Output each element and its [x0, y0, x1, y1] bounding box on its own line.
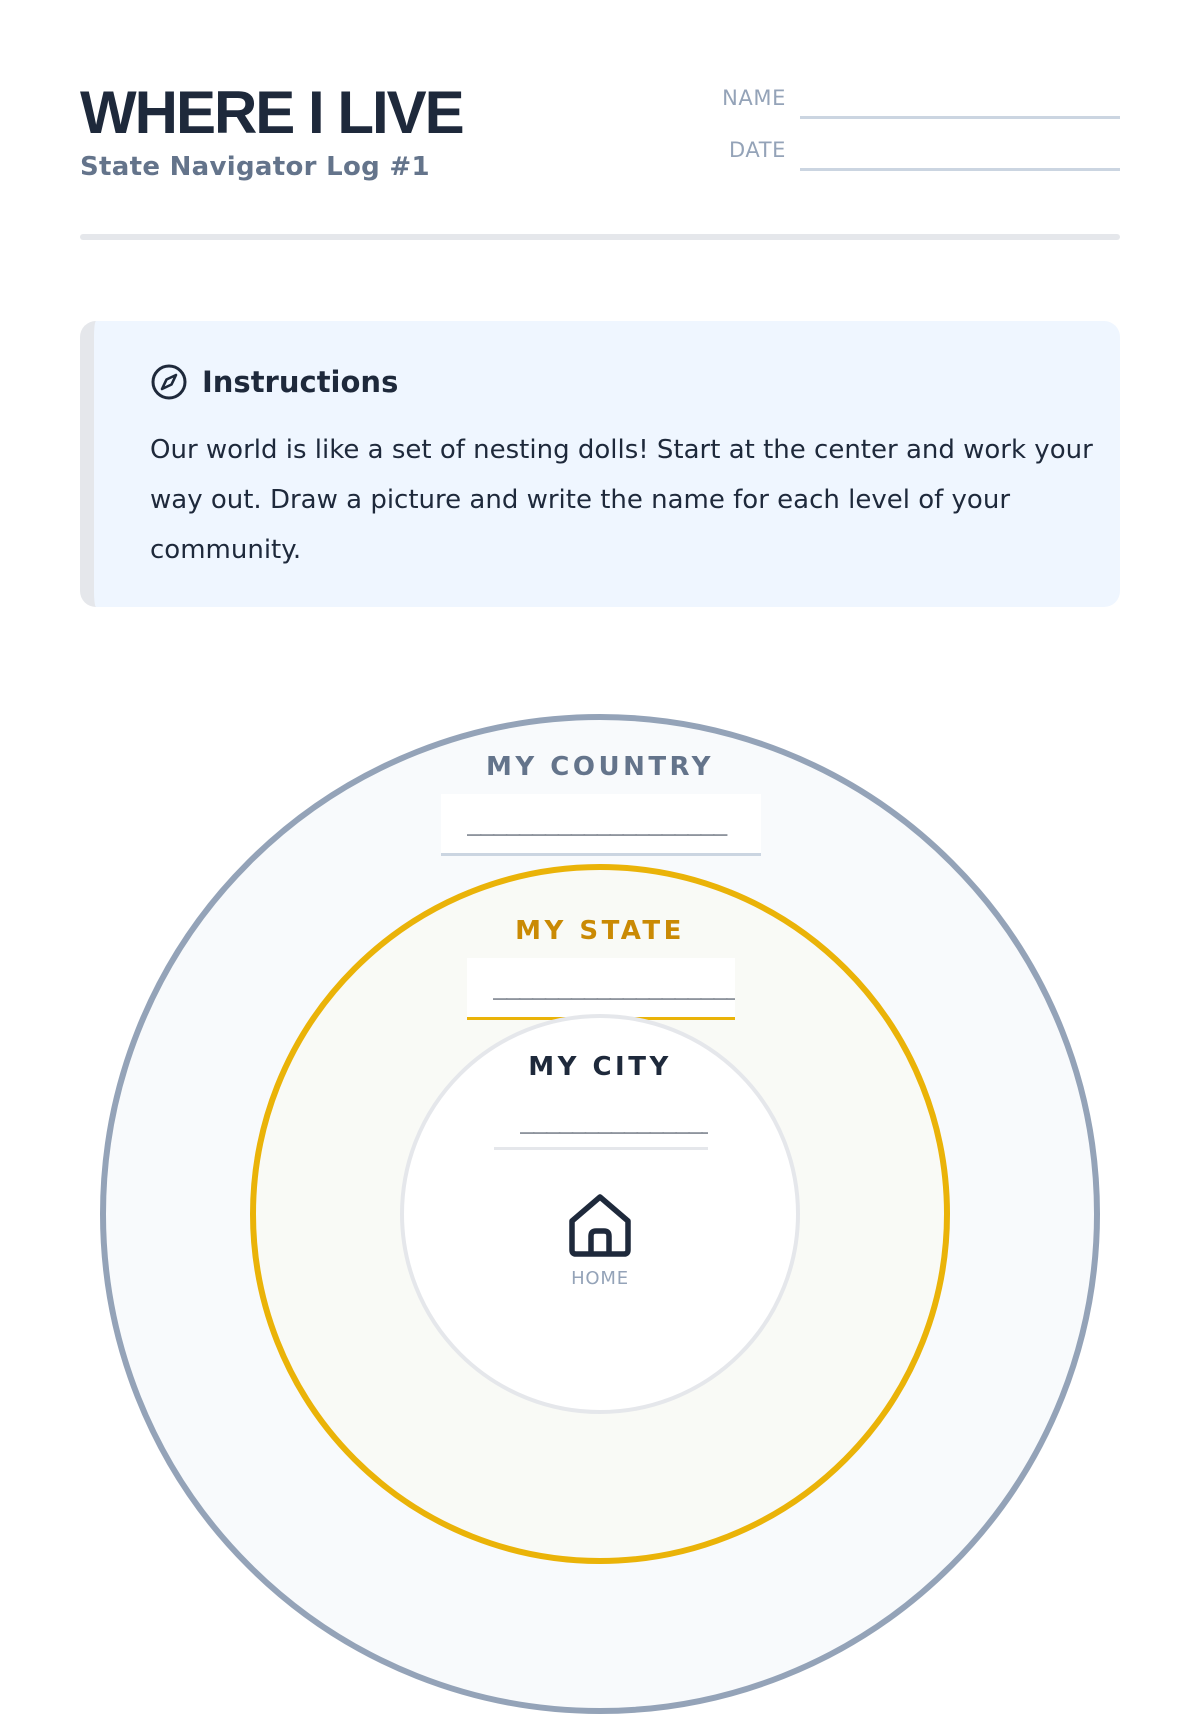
instructions-text: Our world is like a set of nesting dolls…: [150, 435, 1093, 565]
instructions-box: Instructions Our world is like a set of …: [80, 321, 1120, 607]
name-label: NAME: [722, 86, 786, 110]
name-field[interactable]: [800, 116, 1120, 119]
home-icon: [564, 1188, 636, 1264]
city-name-field[interactable]: ____________________: [494, 1092, 708, 1150]
worksheet-subtitle: State Navigator Log #1: [80, 152, 430, 182]
state-name-field[interactable]: ____________________: [467, 958, 735, 1020]
city-label: MY CITY: [528, 1052, 672, 1082]
date-label: DATE: [728, 138, 786, 162]
home-label: HOME: [571, 1268, 629, 1289]
instructions-header: Instructions: [150, 363, 398, 401]
city-ring: [400, 1014, 800, 1414]
country-label: MY COUNTRY: [486, 752, 714, 782]
header-divider: [80, 234, 1120, 240]
country-name-field[interactable]: ____________________: [441, 794, 761, 856]
compass-icon: [150, 363, 188, 401]
instructions-title: Instructions: [202, 365, 399, 399]
worksheet-title: WHERE I LIVE: [80, 79, 465, 146]
state-label: MY STATE: [515, 916, 685, 946]
date-field[interactable]: [800, 168, 1120, 171]
